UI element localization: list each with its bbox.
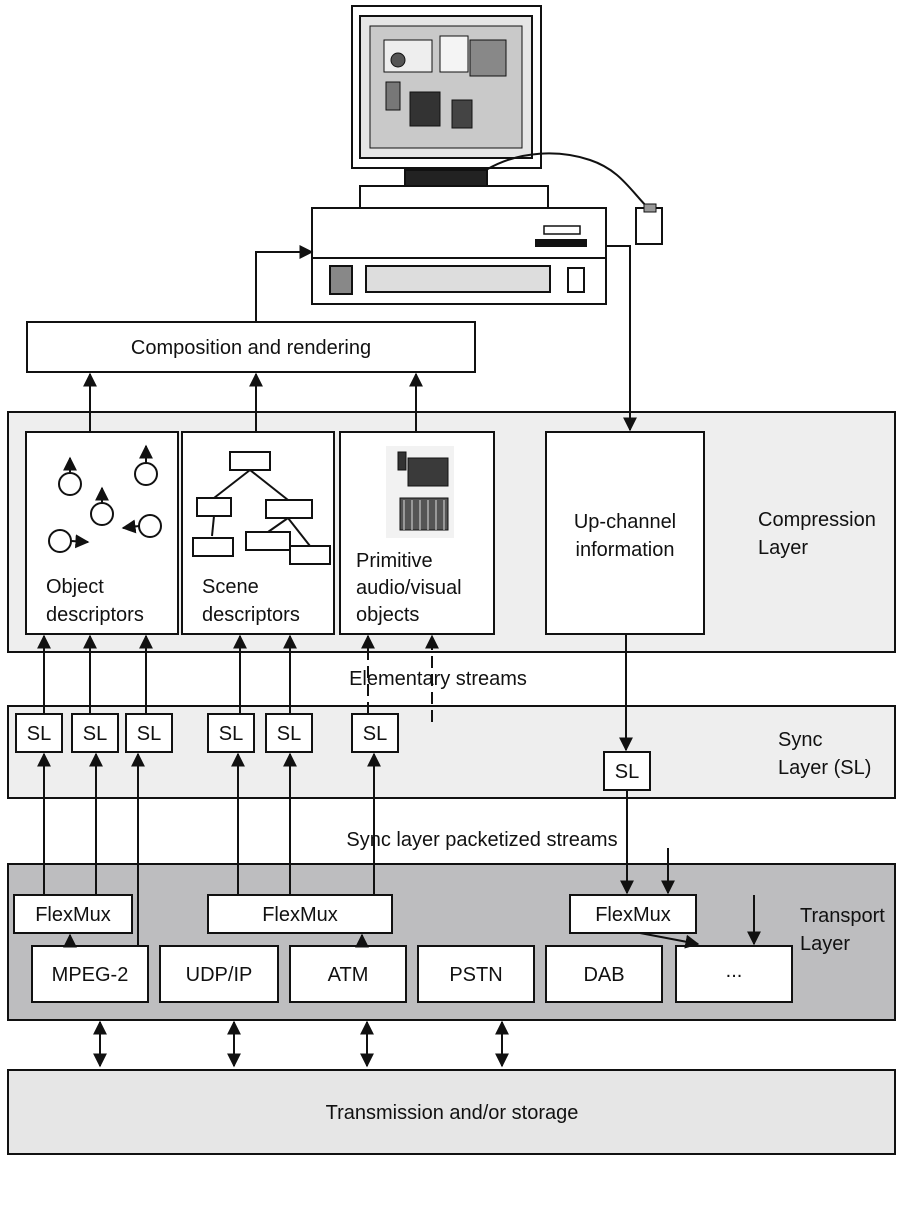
sl-label: SL	[219, 723, 243, 745]
sl-label: SL	[137, 723, 161, 745]
furniture-image-icon	[386, 446, 454, 538]
transport-layer-label-1: Transport	[800, 905, 885, 927]
sl-label: SL	[83, 723, 107, 745]
transport-arrows	[37, 752, 761, 949]
sl-box: SL	[15, 713, 63, 753]
sl-label: SL	[363, 723, 387, 745]
scene-descriptors-label-1: Scene	[202, 576, 259, 598]
sync-layer-label-2: Layer (SL)	[778, 757, 871, 779]
sl-to-compression-arrows	[37, 634, 633, 752]
flexmux-box: FlexMux	[13, 894, 133, 934]
sl-box: SL	[351, 713, 399, 753]
protocol-label: ATM	[328, 964, 369, 986]
transmission-label: Transmission and/or storage	[326, 1102, 579, 1124]
scene-descriptors-label-2: descriptors	[202, 604, 300, 626]
flexmux-label: FlexMux	[595, 904, 671, 926]
flexmux-label: FlexMux	[262, 904, 338, 926]
to-composition-arrows	[83, 372, 423, 432]
protocol-label: DAB	[583, 964, 624, 986]
sl-box: SL	[265, 713, 313, 753]
compression-layer-label-2: Layer	[758, 537, 808, 559]
sl-box: SL	[207, 713, 255, 753]
scene-descriptors-box: Scene descriptors	[181, 431, 335, 635]
sl-label: SL	[27, 723, 51, 745]
upchannel-box: Up-channel information	[545, 431, 705, 635]
computer-to-upchannel-arrow	[606, 245, 637, 432]
primitive-objects-label-2: audio/visual	[356, 577, 462, 599]
transport-layer-label-2: Layer	[800, 933, 850, 955]
protocol-box-mpeg2: MPEG-2	[31, 945, 149, 1003]
protocol-label: UDP/IP	[186, 964, 253, 986]
upchannel-label-1: Up-channel	[574, 511, 676, 533]
compression-layer-label-1: Compression	[758, 509, 876, 531]
protocol-box-udpip: UDP/IP	[159, 945, 279, 1003]
protocol-box-pstn: PSTN	[417, 945, 535, 1003]
composition-to-computer-arrow	[255, 245, 314, 322]
scene-graph-icon	[192, 451, 331, 565]
upchannel-label-2: information	[576, 539, 675, 561]
protocol-label: ...	[726, 960, 743, 982]
sl-label: SL	[277, 723, 301, 745]
transmission-layer	[7, 1069, 896, 1155]
sync-packetized-label: Sync layer packetized streams	[346, 829, 617, 851]
transmission-arrows	[93, 1020, 509, 1068]
primitive-objects-label-3: objects	[356, 604, 419, 626]
composition-label: Composition and rendering	[131, 337, 371, 359]
protocol-label: PSTN	[449, 964, 502, 986]
object-descriptors-label-2: descriptors	[46, 604, 144, 626]
object-descriptors-box: Object descriptors	[25, 431, 179, 635]
protocol-box-atm: ATM	[289, 945, 407, 1003]
primitive-objects-label-1: Primitive	[356, 550, 433, 572]
sl-label: SL	[615, 761, 639, 783]
sl-box: SL	[71, 713, 119, 753]
flexmux-box: FlexMux	[207, 894, 393, 934]
sync-layer-label-1: Sync	[778, 729, 822, 751]
elementary-streams-label: Elementary streams	[349, 668, 527, 690]
protocol-label: MPEG-2	[52, 964, 129, 986]
screen-scene-icon	[383, 35, 507, 129]
composition-box: Composition and rendering	[26, 321, 476, 373]
object-descriptors-label-1: Object	[46, 576, 104, 598]
computer-illustration	[311, 5, 663, 305]
object-circles-icon	[48, 444, 162, 553]
protocol-box-more: ...	[675, 945, 793, 1003]
sl-box: SL	[603, 751, 651, 791]
flexmux-box: FlexMux	[569, 894, 697, 934]
primitive-objects-box: Primitive audio/visual objects	[339, 431, 495, 635]
flexmux-label: FlexMux	[35, 904, 111, 926]
sl-box: SL	[125, 713, 173, 753]
protocol-box-dab: DAB	[545, 945, 663, 1003]
